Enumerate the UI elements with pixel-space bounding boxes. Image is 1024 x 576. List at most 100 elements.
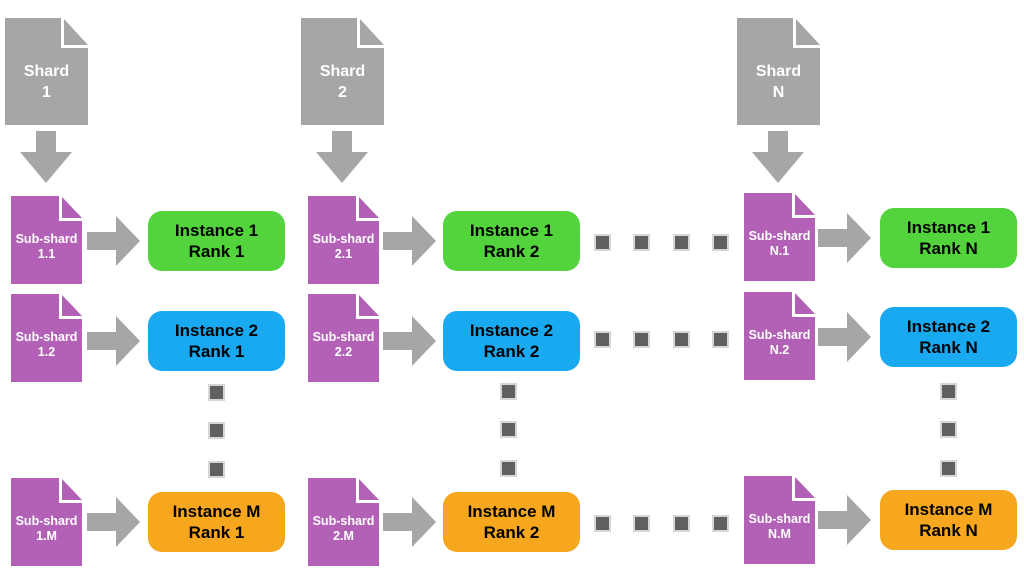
instance-label-line2: Rank N [919,338,978,357]
instance-label-line1: Instance 1 [469,221,554,240]
sub-shard-label-line2: 2.2 [334,345,353,359]
dot [942,462,955,475]
instance-label-line1: Instance M [172,502,261,521]
arrow-right-icon [818,312,871,362]
dot [675,517,688,530]
instance-label-line1: Instance 2 [469,321,554,340]
instance-box: Instance 2 Rank 1 [148,311,285,371]
sub-shard-label-line2: 2.1 [334,247,353,261]
instance-box: Instance M Rank N [880,490,1017,550]
arrow-right-icon [87,316,140,366]
instance-label-line1: Instance 2 [174,321,259,340]
instance-label-line1: Instance M [904,500,993,519]
sub-shard-label-line1: Sub-shard [312,330,375,344]
dot [635,236,648,249]
dot [596,333,609,346]
dot [502,423,515,436]
arrow-right-icon [87,216,140,266]
instance-box: Instance 1 Rank N [880,208,1017,268]
instance-label-line1: Instance 2 [906,317,991,336]
shard-label-line1: Shard [23,62,70,80]
shard-label-line1: Shard [755,62,802,80]
instance-label-line2: Rank N [919,239,978,258]
shard-1-document: Shard 1 [5,18,88,125]
sub-shard-1-M-document: Sub-shard 1.M [11,478,82,566]
dot [942,423,955,436]
dot [675,236,688,249]
shard-label-line1: Shard [319,62,366,80]
dot [714,333,727,346]
dot [635,333,648,346]
arrow-down-icon [752,131,804,183]
sub-shard-label: Sub-shard N.1 [744,200,815,288]
instance-box: Instance M Rank 1 [148,492,285,552]
instance-box: Instance M Rank 2 [443,492,580,552]
shard-label-line2: 1 [42,83,51,101]
sub-shard-label-line2: N.1 [769,244,790,258]
dot [210,463,223,476]
sub-shard-label-line1: Sub-shard [312,232,375,246]
sub-shard-label-line2: N.M [768,527,791,541]
sub-shard-label-line1: Sub-shard [15,232,78,246]
sub-shard-label: Sub-shard 1.2 [11,301,82,389]
sub-shard-label-line1: Sub-shard [748,229,811,243]
sub-shard-N-1-document: Sub-shard N.1 [744,193,815,281]
sub-shard-label-line1: Sub-shard [15,330,78,344]
sub-shard-1-1-document: Sub-shard 1.1 [11,196,82,284]
sub-shard-2-1-document: Sub-shard 2.1 [308,196,379,284]
sub-shard-label-line2: 2.M [333,529,354,543]
shard-label: Shard N [737,28,820,135]
instance-label-line1: Instance 1 [906,218,991,237]
instance-box: Instance 2 Rank N [880,307,1017,367]
instance-label-line1: Instance M [467,502,556,521]
dot [635,517,648,530]
instance-label-line2: Rank N [919,521,978,540]
instance-label-line2: Rank 1 [188,523,245,542]
arrow-right-icon [383,316,436,366]
sub-shard-label-line2: 1.2 [37,345,56,359]
sub-shard-2-M-document: Sub-shard 2.M [308,478,379,566]
dot [210,424,223,437]
sub-shard-label: Sub-shard 1.1 [11,203,82,291]
arrow-right-icon [818,495,871,545]
sub-shard-label-line1: Sub-shard [748,512,811,526]
shard-N-document: Shard N [737,18,820,125]
instance-box: Instance 1 Rank 2 [443,211,580,271]
instance-label-line2: Rank 1 [188,242,245,261]
sub-shard-1-2-document: Sub-shard 1.2 [11,294,82,382]
sub-shard-label-line2: 1.M [36,529,57,543]
shard-label-line2: N [772,83,785,101]
sub-shard-label: Sub-shard 2.M [308,485,379,573]
sub-shard-label: Sub-shard 2.1 [308,203,379,291]
sub-shard-2-2-document: Sub-shard 2.2 [308,294,379,382]
sub-shard-label: Sub-shard N.2 [744,299,815,387]
sub-shard-label-line1: Sub-shard [748,328,811,342]
instance-box: Instance 2 Rank 2 [443,311,580,371]
instance-label-line1: Instance 1 [174,221,259,240]
sub-shard-label: Sub-shard 1.M [11,485,82,573]
dot [502,385,515,398]
sub-shard-label: Sub-shard 2.2 [308,301,379,389]
instance-label-line2: Rank 2 [483,242,540,261]
shard-label: Shard 2 [301,28,384,135]
arrow-down-icon [316,131,368,183]
dot [596,517,609,530]
dot [675,333,688,346]
arrow-right-icon [383,497,436,547]
sub-shard-label-line2: 1.1 [37,247,56,261]
instance-label-line2: Rank 2 [483,523,540,542]
dot [502,462,515,475]
instance-label-line2: Rank 1 [188,342,245,361]
dot [210,386,223,399]
arrow-down-icon [20,131,72,183]
sub-shard-label: Sub-shard N.M [744,483,815,571]
instance-box: Instance 1 Rank 1 [148,211,285,271]
arrow-right-icon [383,216,436,266]
sub-shard-label-line2: N.2 [769,343,790,357]
sub-shard-N-2-document: Sub-shard N.2 [744,292,815,380]
shard-label: Shard 1 [5,28,88,135]
shard-2-document: Shard 2 [301,18,384,125]
shard-label-line2: 2 [338,83,347,101]
dot [596,236,609,249]
